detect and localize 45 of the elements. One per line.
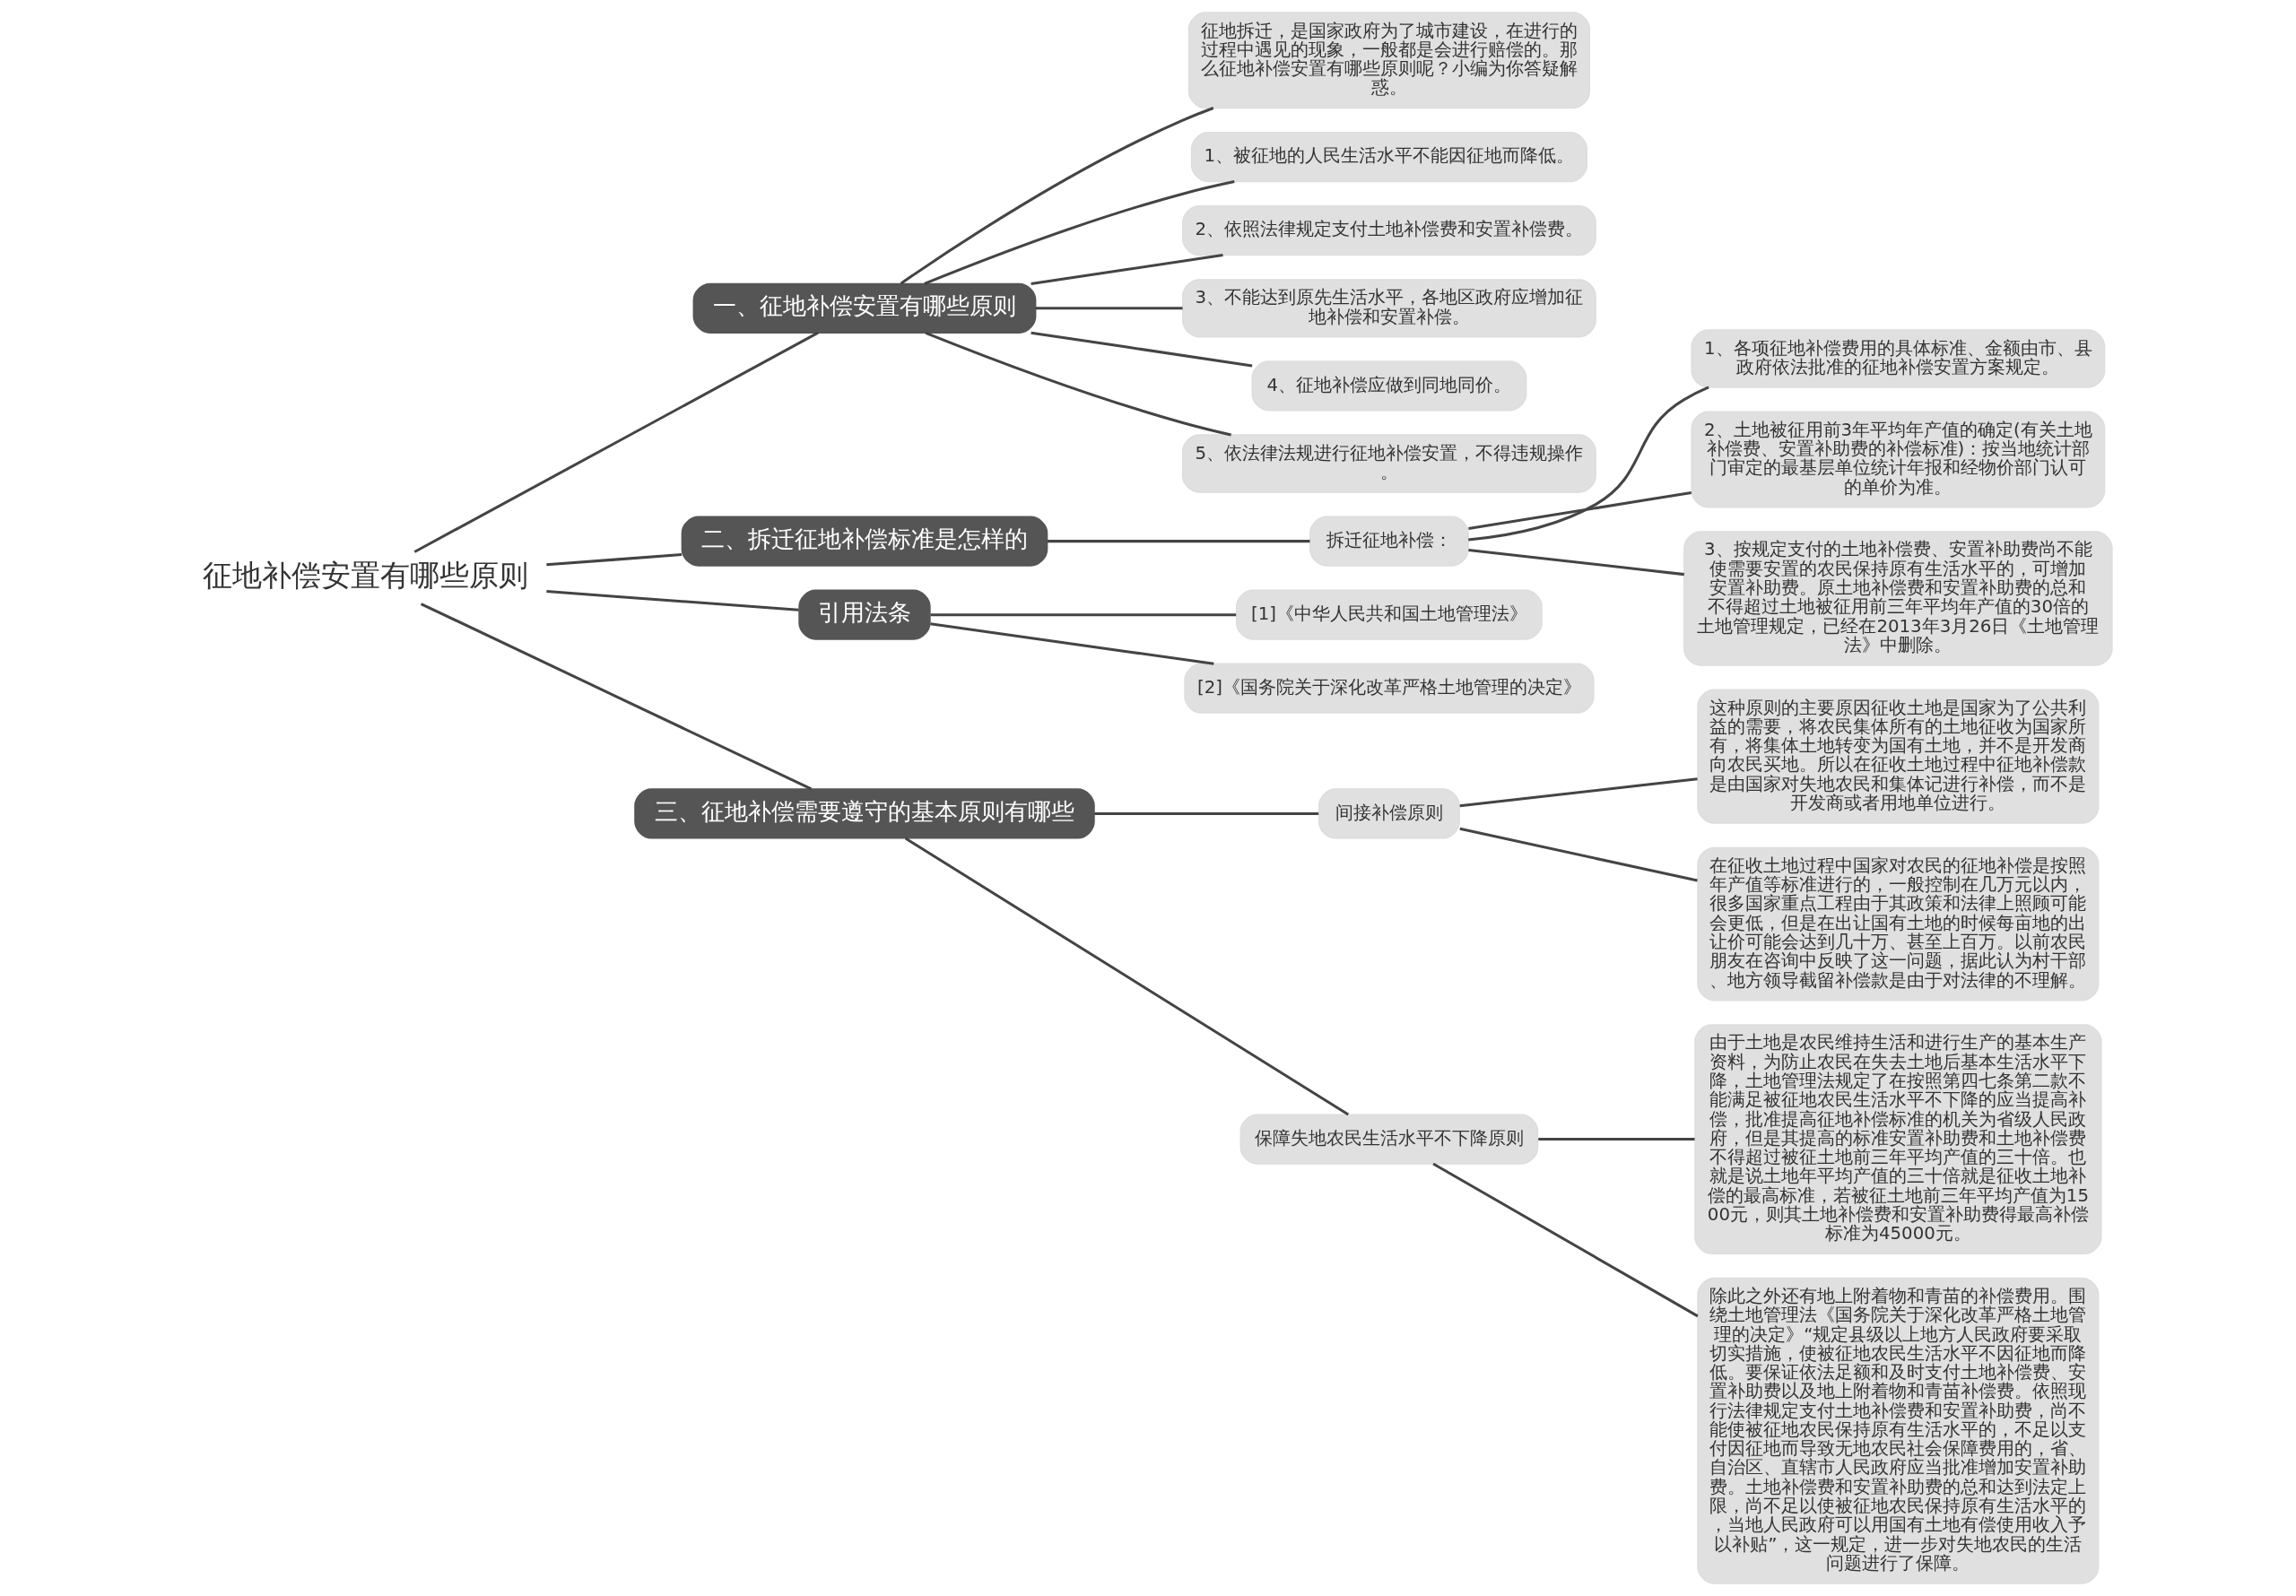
connector [904, 837, 1350, 1116]
node-box: 1、被征地的人民生活水平不能因征地而降低。 [1190, 132, 1587, 183]
connector [1432, 1162, 1699, 1318]
node-box: 5、依法律法规进行征地补偿安置，不得违规操作。 [1182, 434, 1596, 493]
connector [1459, 827, 1698, 882]
node-box: 4、征地补偿应做到同地同价。 [1251, 360, 1527, 412]
connector [1031, 331, 1253, 368]
node-box: 除此之外还有地上附着物和青苗的补偿费用。围绕土地管理法《国务院关于深化改革严格土地管理的决定》“规定县级以上地方人民政府要采取切实措施，使被征地农民生活水平不因征地而降低。要保证依法足额和及时支付土地补偿费、安置补助费以及地上附着物和青苗补偿费。依照现行法律规定支付土地补偿费和安置补助费，尚不能使被征地农民保持原有生活水平的，不足以支付因征地而导致无地农民社会保障费用的，省、自治区、直辖市人民政府应当批准增加安置补助费。土地补偿费和安置补助费的总和达到法定上限，尚不足以使被征地农民保持原有生活水平的，当地人民政府可以用国有土地有偿使用收入予以补贴”，这一规定，进一步对失地农民的生活问题进行了保障。 [1697, 1277, 2100, 1584]
connector [930, 622, 1214, 665]
connector [1031, 254, 1223, 285]
node-box: 2、土地被征用前3年平均年产值的确定(有关土地补偿费、安置补助费的补偿标准)：按当地统计部门审定的最基层单位统计年报和经物价部门认可的单价为准。 [1691, 411, 2106, 508]
connector [1468, 548, 1684, 577]
node-box: 1、各项征地补偿费用的具体标准、金额由市、县政府依法批准的征地补偿安置方案规定。 [1691, 329, 2106, 388]
node-box: 引用法条 [798, 589, 931, 640]
connector [1047, 540, 1310, 543]
connector [420, 603, 813, 791]
connector [924, 180, 1235, 285]
connector [1468, 386, 1709, 542]
connector [1035, 307, 1183, 310]
connector [925, 331, 1231, 437]
connector [1459, 777, 1698, 808]
node-box: 三、征地补偿需要遵守的基本原则有哪些 [634, 788, 1095, 839]
node-box: 间接补偿原则 [1318, 788, 1460, 839]
connector [1094, 811, 1319, 815]
connector [1468, 490, 1692, 531]
node-box: 拆迁征地补偿： [1309, 516, 1469, 567]
node-box: 二、拆迁征地补偿标准是怎样的 [681, 516, 1048, 567]
connector [930, 613, 1237, 617]
node-text: 征地补偿安置有哪些原则 [202, 558, 528, 594]
node-box: [2]《国务院关于深化改革严格土地管理的决定》 [1184, 663, 1595, 714]
connector [546, 590, 799, 612]
node-box: 3、不能达到原先生活水平，各地区政府应增加征地补偿和安置补偿。 [1182, 279, 1596, 338]
connector [546, 553, 683, 567]
node-box: 在征收土地过程中国家对农民的征地补偿是按照年产值等标准进行的，一般控制在几万元以内，很多国家重点工程由于其政策和法律上照顾可能会更低，但是在出让国有土地的时候每亩地的出让价可能会达到几十万、甚至上百万。以前农民朋友在咨询中反映了这一问题，据此认为村干部、地方领导截留补偿款是由于对法律的不理解。 [1697, 846, 2100, 1002]
node-box: 由于土地是农民维持生活和进行生产的基本生产资料，为防止农民在失去土地后基本生活水平下降，土地管理法规定了在按照第四七条第二款不能满足被征地农民生活水平不下降的应当提高补偿，批准提高征地补偿标准的机关为省级人民政府，但是其提高的标准安置补助费和土地补偿费不得超过被征土地前三年平均产值的三十倍。也就是说土地年平均产值的三十倍就是征收土地补偿的最高标准，若被征土地前三年平均产值为1500元，则其土地补偿费和安置补助费得最高补偿标准为45000元。 [1694, 1024, 2102, 1254]
connector [1538, 1138, 1695, 1141]
node-box: 一、征地补偿安置有哪些原则 [692, 282, 1037, 334]
node-box: 2、依照法律规定支付土地补偿费和安置补偿费。 [1182, 205, 1596, 256]
node-box: [1]《中华人民共和国土地管理法》 [1236, 589, 1543, 640]
node-box: 保障失地农民生活水平不下降原则 [1239, 1114, 1539, 1165]
connector [900, 107, 1214, 285]
node-box: 这种原则的主要原因征收土地是国家为了公共利益的需要，将农民集体所有的土地征收为国家所有，将集体土地转变为国有土地，并不是开发商向农民买地。所以在征收土地过程中征地补偿款是由国家对失地农民和集体记进行补偿，而不是开发商或者用地单位进行。 [1697, 689, 2100, 824]
node-box: 3、按规定支付的土地补偿费、安置补助费尚不能使需要安置的农民保持原有生活水平的，可增加安置补助费。原土地补偿费和安置补助费的总和不得超过土地被征用前三年平均年产值的30倍的土地管理规定，已经在2013年3月26日《土地管理法》中删除。 [1683, 531, 2113, 666]
connector [413, 331, 819, 553]
node-box: 征地拆迁，是国家政府为了城市建设，在进行的过程中遇见的现象，一般都是会进行赔偿的。那么征地补偿安置有哪些原则呢？小编为你答疑解惑。 [1187, 12, 1590, 109]
